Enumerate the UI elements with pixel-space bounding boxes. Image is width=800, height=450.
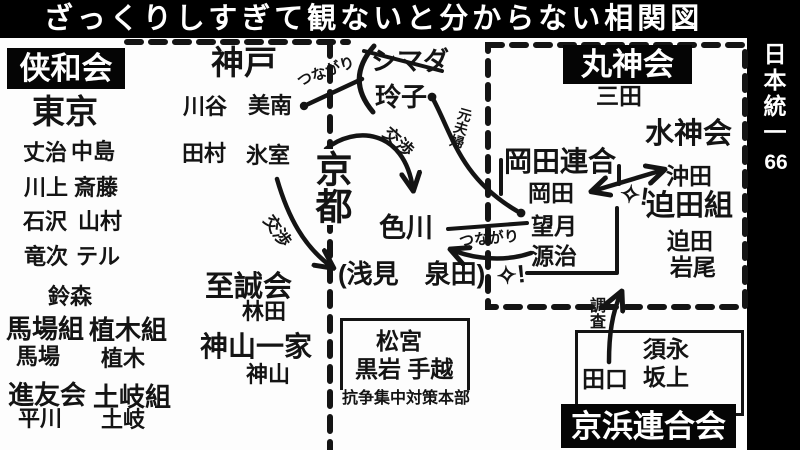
member-sakagami: 坂上 (643, 364, 689, 390)
group-kyowakai: 侠和会 (7, 48, 125, 89)
member-ryuji: 竜次 (24, 244, 69, 269)
group-babagumi: 馬場組 (6, 314, 85, 344)
member-kamiyama: 神山 (246, 362, 291, 387)
member-johji: 丈治 (23, 140, 68, 165)
member-okada: 岡田 (528, 180, 574, 206)
member-taguchi: 田口 (582, 366, 628, 392)
group-tokigumi: 土岐組 (93, 382, 172, 412)
member-ishizawa: 石沢 (23, 209, 68, 234)
group-suijinkai: 水神会 (645, 118, 733, 150)
member-hirakawa: 平川 (18, 406, 63, 431)
member-tamura: 田村 (182, 141, 227, 166)
member-suzumori: 鈴森 (48, 284, 93, 309)
member-himuro: 氷室 (246, 143, 291, 168)
member-okita: 沖田 (666, 163, 712, 189)
member-ueki: 植木 (101, 346, 146, 371)
taskforce-caption: 抗争集中対策本部 (340, 390, 473, 408)
member-genji: 源治 (531, 243, 577, 269)
group-keihin-rengokai: 京浜連合会 (561, 404, 736, 448)
member-nakajima: 中島 (71, 139, 116, 164)
member-saito: 斎藤 (74, 175, 119, 200)
group-sakotagumi: 迫田組 (646, 190, 734, 222)
group-kamiyama-ikka: 神山一家 (200, 331, 313, 362)
member-kawakami: 川上 (24, 175, 69, 200)
clash-mark-upper: ✧! (617, 179, 651, 212)
relation-chosa: 調査 (587, 297, 604, 329)
episode-number: 66 (764, 151, 788, 174)
member-asami-izumida: (浅見 泉田) (338, 259, 486, 289)
group-shiseikai: 至誠会 (205, 271, 293, 303)
member-mochizuki: 望月 (531, 213, 577, 239)
title-bar: ざっくりしすぎて観ないと分からない相関図 (0, 0, 747, 38)
series-title-vertical: 日本統一 (760, 42, 786, 146)
member-irokawa: 色川 (379, 213, 433, 243)
page-title: ざっくりしすぎて観ないと分からない相関図 (43, 2, 704, 35)
member-baba: 馬場 (16, 344, 61, 369)
member-matsumiya: 松宮 (376, 328, 422, 354)
clash-mark-lower: ✧! (494, 260, 527, 291)
member-toki: 土岐 (101, 407, 146, 432)
member-minami: 美南 (248, 93, 293, 118)
group-marushinkai: 丸神会 (563, 45, 692, 84)
group-okada-rengo: 岡田連合 (504, 146, 617, 177)
member-kuroiwa-tegoshi: 黒岩 手越 (355, 356, 454, 382)
member-kawatani: 川谷 (183, 94, 228, 119)
member-iwao: 岩尾 (670, 254, 716, 280)
member-shimada: シマダ (371, 46, 450, 76)
region-kobe: 神戸 (211, 44, 277, 81)
group-shinyukai: 進友会 (8, 380, 87, 410)
member-sunaga: 須永 (643, 336, 689, 362)
member-teru: テル (76, 244, 121, 269)
region-tokyo: 東京 (32, 93, 98, 130)
member-reiko: 玲子 (375, 82, 428, 112)
member-yamamura: 山村 (78, 209, 123, 234)
member-hayashida: 林田 (242, 299, 287, 324)
group-uekigumi: 植木組 (89, 315, 168, 345)
region-kyoto: 京都 (310, 149, 351, 225)
member-sakota: 迫田 (667, 228, 713, 254)
member-mita: 三田 (596, 83, 642, 109)
